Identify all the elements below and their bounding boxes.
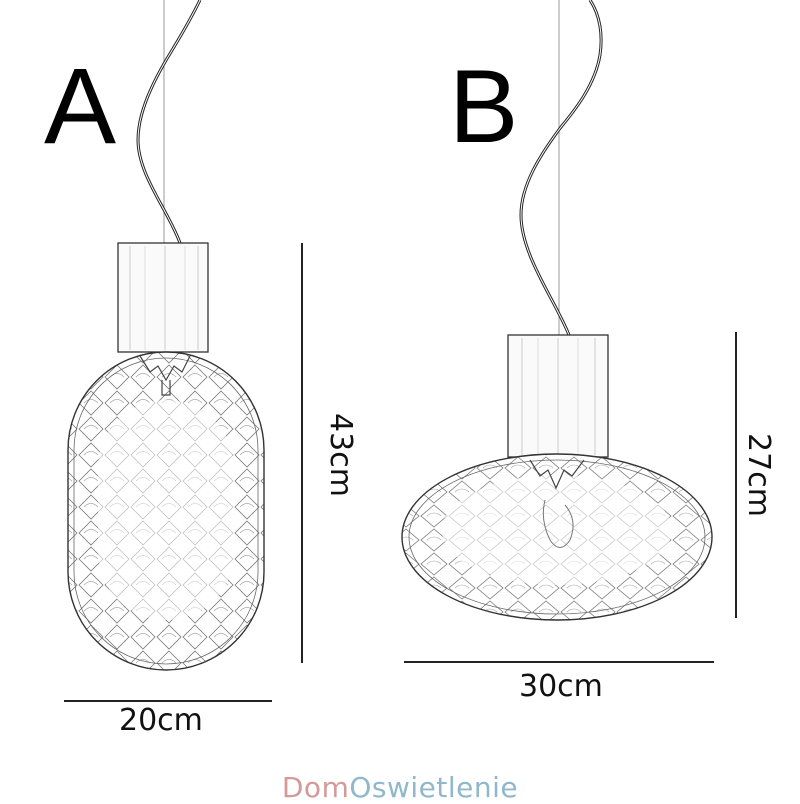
lamp-b-width-label: 30cm — [519, 669, 603, 704]
cap-a — [117, 242, 209, 353]
watermark-part-oswietlenie: Oswietlenie — [349, 771, 519, 804]
power-cable-b — [519, 0, 603, 336]
cap-b — [507, 334, 609, 458]
watermark-part-dom: Dom — [281, 771, 350, 804]
power-cable-a — [136, 0, 202, 244]
glass-globe-a — [67, 351, 265, 671]
lamp-b-height-label: 27cm — [741, 433, 776, 517]
lamp-a — [67, 0, 265, 671]
watermark: DomOswietlenie — [0, 771, 800, 804]
glass-globe-b — [401, 453, 713, 621]
lamp-a-height-label: 43cm — [323, 413, 358, 497]
lamp-a-label: A — [44, 45, 117, 166]
lamp-a-width-label: 20cm — [119, 703, 203, 738]
lamp-b-label: B — [449, 49, 519, 165]
lamp-b — [401, 0, 713, 621]
